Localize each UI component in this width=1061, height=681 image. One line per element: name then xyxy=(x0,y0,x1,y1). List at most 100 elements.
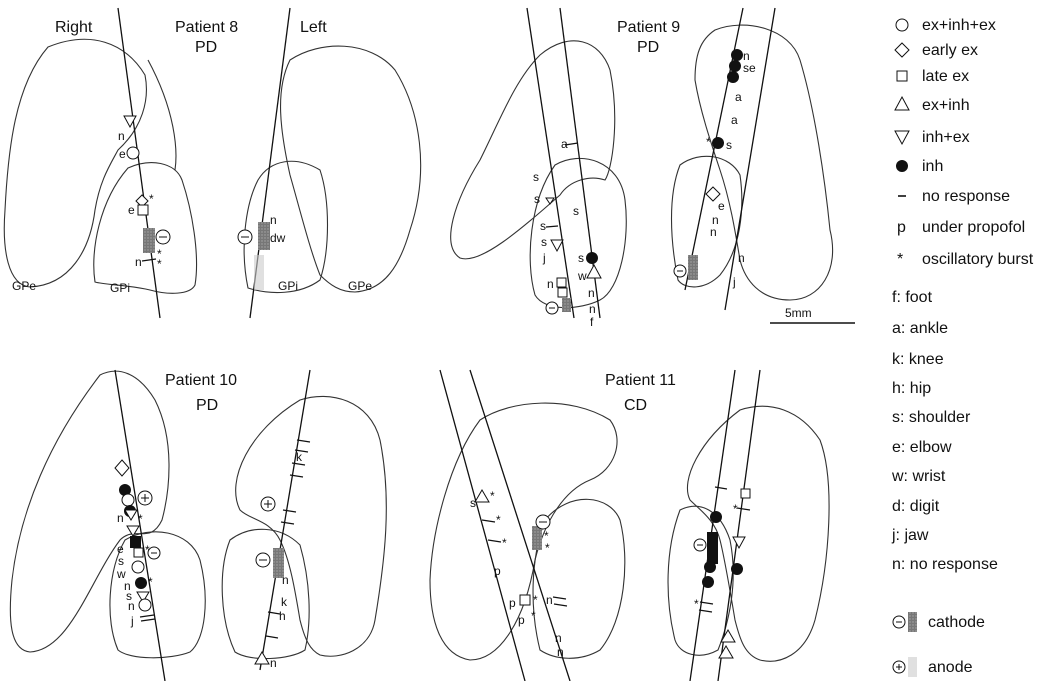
marker-no-response xyxy=(737,508,750,510)
marker-label: n xyxy=(738,251,745,265)
marker-no-response xyxy=(482,520,495,522)
legend-label: ex+inh+ex xyxy=(922,17,996,34)
marker-late-ex xyxy=(138,205,148,215)
marker-label: s xyxy=(541,235,547,249)
marker-ex-inh xyxy=(475,490,489,502)
legend-symbol-circle-open xyxy=(896,19,908,31)
marker-label: * xyxy=(490,489,495,503)
legend-label: ex+inh xyxy=(922,97,970,114)
legend-body-part: s: shoulder xyxy=(892,409,971,426)
marker-label: e xyxy=(119,147,126,161)
anode-contact xyxy=(254,255,264,290)
legend-body-part: a: ankle xyxy=(892,320,948,337)
marker-label: dw xyxy=(270,231,286,245)
marker-inh xyxy=(729,60,741,72)
marker-no-response xyxy=(297,440,310,442)
marker-label: s xyxy=(573,204,579,218)
panel-diagnosis: CD xyxy=(624,397,647,414)
gpe-outline xyxy=(236,396,387,656)
marker-no-response xyxy=(142,259,156,261)
marker-label: n xyxy=(282,573,289,587)
marker-ex-inh xyxy=(719,646,733,658)
marker-label: * xyxy=(496,513,501,527)
marker-label: j xyxy=(130,614,134,628)
marker-label: n xyxy=(589,302,596,316)
marker-label: p xyxy=(518,613,525,627)
legend-body-part: h: hip xyxy=(892,380,931,397)
marker-label: n xyxy=(270,213,277,227)
marker-no-response xyxy=(546,226,558,227)
gpe-outline xyxy=(4,39,146,287)
panel-title: Patient 8 xyxy=(175,19,238,36)
region-label-gpe: GPe xyxy=(12,279,36,293)
cathode-contact xyxy=(143,228,155,253)
marker-label: n xyxy=(547,277,554,291)
marker-no-response xyxy=(488,540,501,542)
marker-inh xyxy=(731,563,743,575)
marker-label: n xyxy=(135,255,142,269)
marker-inh xyxy=(586,252,598,264)
region-label-gpe: GPe xyxy=(348,279,372,293)
region-label-gpi: GPi xyxy=(278,279,298,293)
gpe-outline xyxy=(148,60,176,170)
marker-ex-inh-ex xyxy=(127,147,139,159)
marker-ex-inh-ex xyxy=(139,599,151,611)
legend-symbol-triangle-down-open xyxy=(895,131,909,144)
marker-label: * xyxy=(531,609,536,623)
marker-no-response xyxy=(699,610,712,612)
marker-label: n xyxy=(118,129,125,143)
marker-no-response xyxy=(554,604,567,606)
panel-title: Patient 10 xyxy=(165,372,237,389)
marker-label: * xyxy=(706,135,711,149)
marker-label: * xyxy=(533,593,538,607)
cathode-contact xyxy=(707,532,718,564)
panel-diagnosis: PD xyxy=(637,39,659,56)
side-label-right: Right xyxy=(55,19,93,36)
legend-body-part: d: digit xyxy=(892,498,940,515)
marker-inh xyxy=(731,49,743,61)
marker-label: e xyxy=(128,203,135,217)
legend-symbol-circle-filled xyxy=(896,160,908,172)
marker-label: * xyxy=(733,502,738,516)
panel-patient-8: Right Patient 8 PD Left GPe GPi GPi GPe … xyxy=(4,8,420,318)
panel-patient-11: Patient 11 CD s * * * p p * p * * * n n xyxy=(430,370,829,681)
legend-symbol-triangle-up-open xyxy=(895,97,909,110)
legend-label: anode xyxy=(928,659,973,676)
gpe-outline xyxy=(695,25,833,300)
marker-label: k xyxy=(281,595,288,609)
marker-label: * xyxy=(694,597,699,611)
electrode-track xyxy=(260,370,310,670)
marker-label: * xyxy=(149,192,154,206)
marker-label: * xyxy=(502,536,507,550)
marker-label: s xyxy=(578,251,584,265)
legend-label: cathode xyxy=(928,614,985,631)
marker-label: n xyxy=(128,599,135,613)
marker-label: a xyxy=(561,137,568,151)
marker-inh-filled-block xyxy=(130,536,141,548)
marker-label: n xyxy=(117,511,124,525)
marker-label: s xyxy=(534,192,540,206)
cathode-contact xyxy=(688,255,698,280)
legend-symbol-square-open xyxy=(897,71,907,81)
panel-diagnosis: PD xyxy=(196,397,218,414)
marker-label: s xyxy=(726,138,732,152)
marker-label: e xyxy=(718,199,725,213)
gpi-outline xyxy=(94,163,197,294)
legend-body-part: k: knee xyxy=(892,351,944,368)
marker-late-ex xyxy=(741,489,750,498)
panel-diagnosis: PD xyxy=(195,39,217,56)
marker-no-response xyxy=(700,602,713,604)
legend-label: inh+ex xyxy=(922,129,970,146)
legend-label: late ex xyxy=(922,68,969,85)
legend-label: early ex xyxy=(922,42,978,59)
marker-no-response xyxy=(281,522,294,524)
cathode-contact xyxy=(562,298,571,312)
side-label-left: Left xyxy=(300,19,327,36)
panel-title: Patient 11 xyxy=(605,372,676,389)
legend-symbol-diamond-open xyxy=(895,43,909,57)
marker-label: h xyxy=(279,609,286,623)
legend-label: under propofol xyxy=(922,219,1025,236)
legend-symbol-cathode xyxy=(908,612,917,632)
marker-late-ex xyxy=(134,548,143,557)
